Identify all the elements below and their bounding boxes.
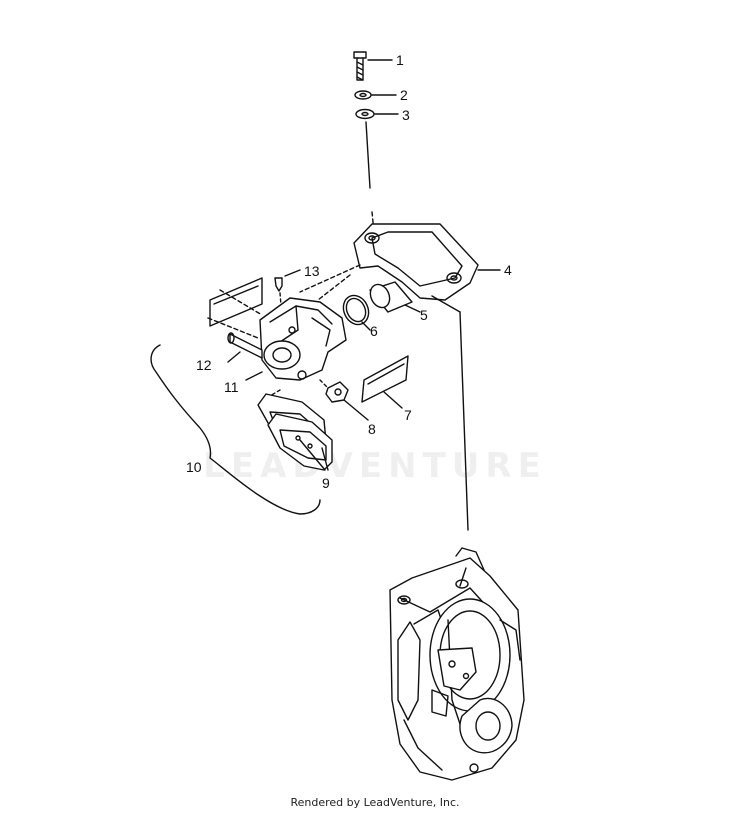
watermark-text: LEADVENTURE — [203, 446, 547, 486]
alignment-line-lower — [459, 311, 469, 531]
callout-11: 11 — [224, 379, 239, 395]
callout-6: 6 — [370, 323, 378, 339]
piston-part — [369, 281, 421, 313]
flat-washer-part — [355, 108, 399, 120]
callout-12: 12 — [196, 357, 212, 373]
callout-8: 8 — [368, 421, 376, 437]
brake-pads-part — [257, 389, 333, 471]
pin-bolt-part — [319, 379, 369, 421]
callout-10: 10 — [186, 459, 202, 475]
hub-housing-part — [389, 547, 525, 781]
callout-4: 4 — [504, 262, 512, 278]
alignment-line — [365, 121, 371, 189]
callout-7: 7 — [404, 407, 412, 423]
caliper-body-part — [245, 297, 347, 381]
bolt-part — [353, 51, 393, 81]
callout-1: 1 — [396, 52, 404, 68]
callout-2: 2 — [400, 87, 408, 103]
caliper-bracket-part — [353, 223, 501, 301]
assembly-brace — [150, 344, 321, 515]
brake-hose-part — [227, 332, 263, 363]
shim-plate-part — [209, 277, 263, 327]
footer-credit: Rendered by LeadVenture, Inc. — [290, 796, 460, 809]
callout-9: 9 — [322, 475, 330, 491]
lock-washer-part — [354, 90, 397, 100]
callout-13: 13 — [304, 263, 320, 279]
right-shim-part — [361, 355, 409, 409]
callout-5: 5 — [420, 307, 428, 323]
callout-3: 3 — [402, 107, 410, 123]
seal-ring-part — [342, 294, 371, 331]
